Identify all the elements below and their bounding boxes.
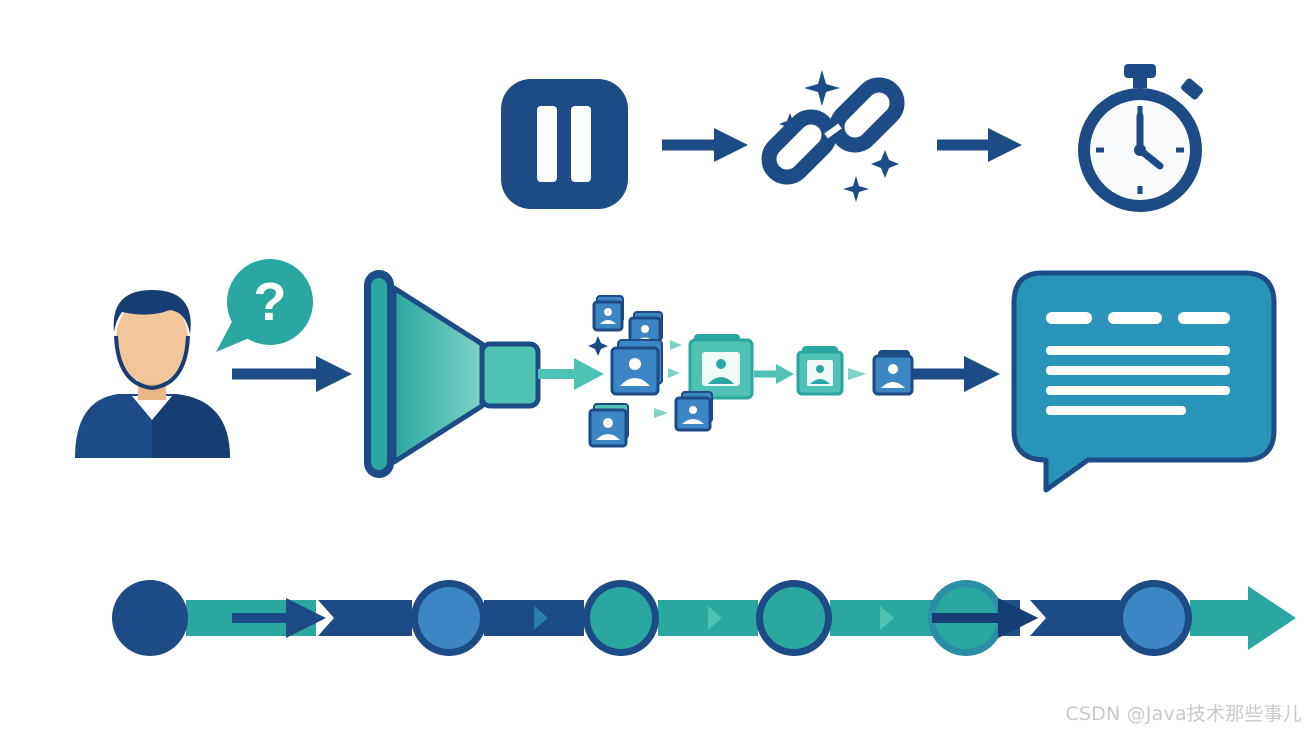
small-arrow-icon xyxy=(654,408,668,418)
sparkle-icon xyxy=(871,150,899,178)
arrow-right-icon xyxy=(937,128,1022,162)
watermark: CSDN @Java技术那些事儿 xyxy=(1065,703,1302,725)
document-icon xyxy=(588,403,629,448)
arrow-right-icon xyxy=(538,358,604,390)
small-arrow-icon xyxy=(848,368,866,380)
sparkle-icon xyxy=(779,113,801,135)
timeline-node xyxy=(112,580,188,656)
small-arrow-icon xyxy=(668,368,680,378)
stopwatch-icon xyxy=(1078,64,1203,212)
sparkle-icon xyxy=(804,70,840,106)
document-icon xyxy=(674,391,713,432)
question-mark: ? xyxy=(254,272,287,332)
arrow-right-icon xyxy=(912,356,1000,392)
broken-link-icon xyxy=(761,70,905,202)
document-icon xyxy=(610,339,663,396)
funnel-icon xyxy=(364,270,541,478)
arrow-right-icon xyxy=(662,128,748,162)
sparkle-icon xyxy=(843,176,869,202)
document-cluster-icon xyxy=(588,295,914,448)
document-icon xyxy=(592,295,624,332)
user-avatar-icon xyxy=(75,290,230,458)
question-bubble-icon: ? xyxy=(216,259,313,352)
arrow-right-icon xyxy=(232,356,352,392)
document-icon xyxy=(872,350,914,396)
document-icon xyxy=(688,334,754,400)
small-arrow-icon xyxy=(670,340,682,350)
timeline-icon xyxy=(112,580,1296,656)
sparkle-icon xyxy=(588,336,608,356)
response-bubble-icon xyxy=(1011,270,1277,493)
document-icon xyxy=(796,346,844,396)
pause-icon xyxy=(501,79,628,209)
